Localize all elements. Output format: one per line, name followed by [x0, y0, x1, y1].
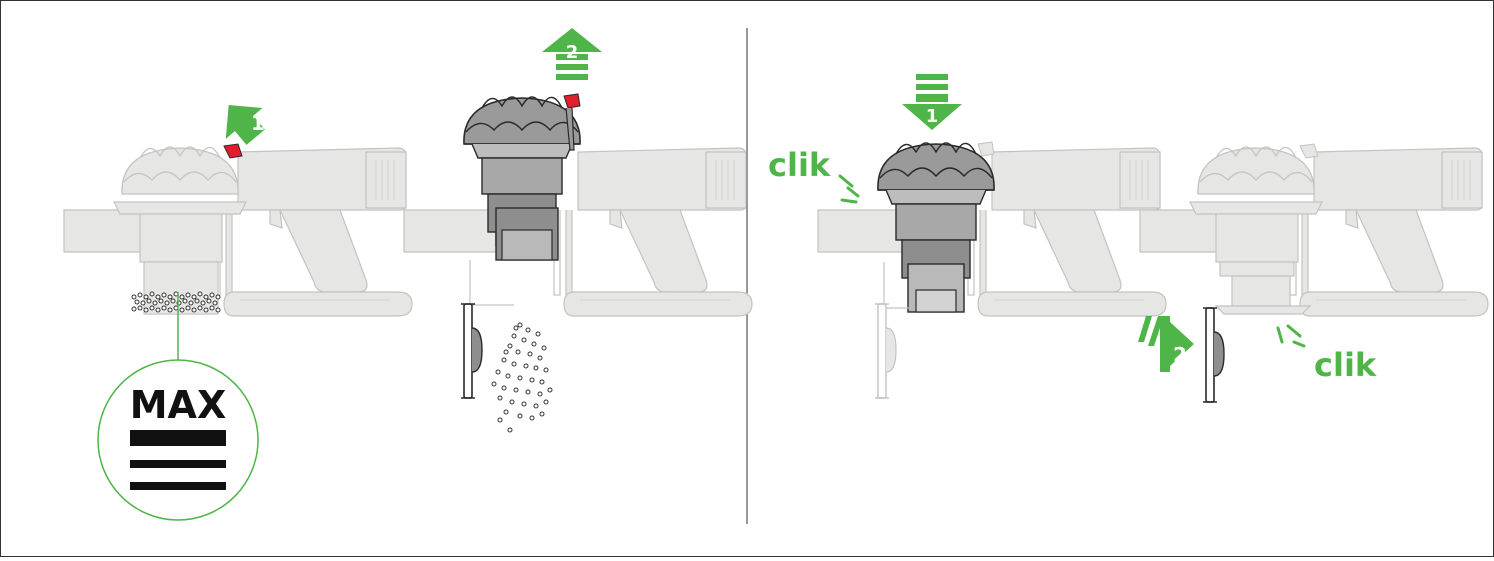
click-label-right: clik	[1314, 346, 1377, 384]
step-number: 1	[926, 106, 939, 127]
click-label-left: clik	[768, 146, 831, 184]
step-number: 2	[566, 42, 579, 63]
figure-empty-bin-step1: 1	[63, 105, 413, 360]
figure-refit-step1: 1	[817, 74, 1167, 399]
red-latch-icon	[563, 93, 581, 109]
figure-empty-bin-step2: 2	[403, 28, 753, 433]
step-number: 2	[1173, 343, 1187, 367]
figure-refit-step2	[1139, 143, 1489, 403]
red-latch-icon	[223, 143, 243, 159]
step-number: 1	[251, 111, 265, 135]
click-lines-right	[1276, 324, 1306, 348]
arrow-up-icon	[225, 105, 265, 145]
arrow-down-icon	[902, 74, 962, 130]
dust-particles-icon	[491, 322, 553, 433]
click-lines-left	[838, 174, 860, 204]
arrow-right-icon	[1138, 316, 1194, 372]
max-level-icon: MAX	[97, 359, 259, 521]
max-label: MAX	[130, 383, 227, 427]
dust-particles-icon	[131, 291, 221, 313]
arrow-up-icon	[542, 28, 602, 80]
